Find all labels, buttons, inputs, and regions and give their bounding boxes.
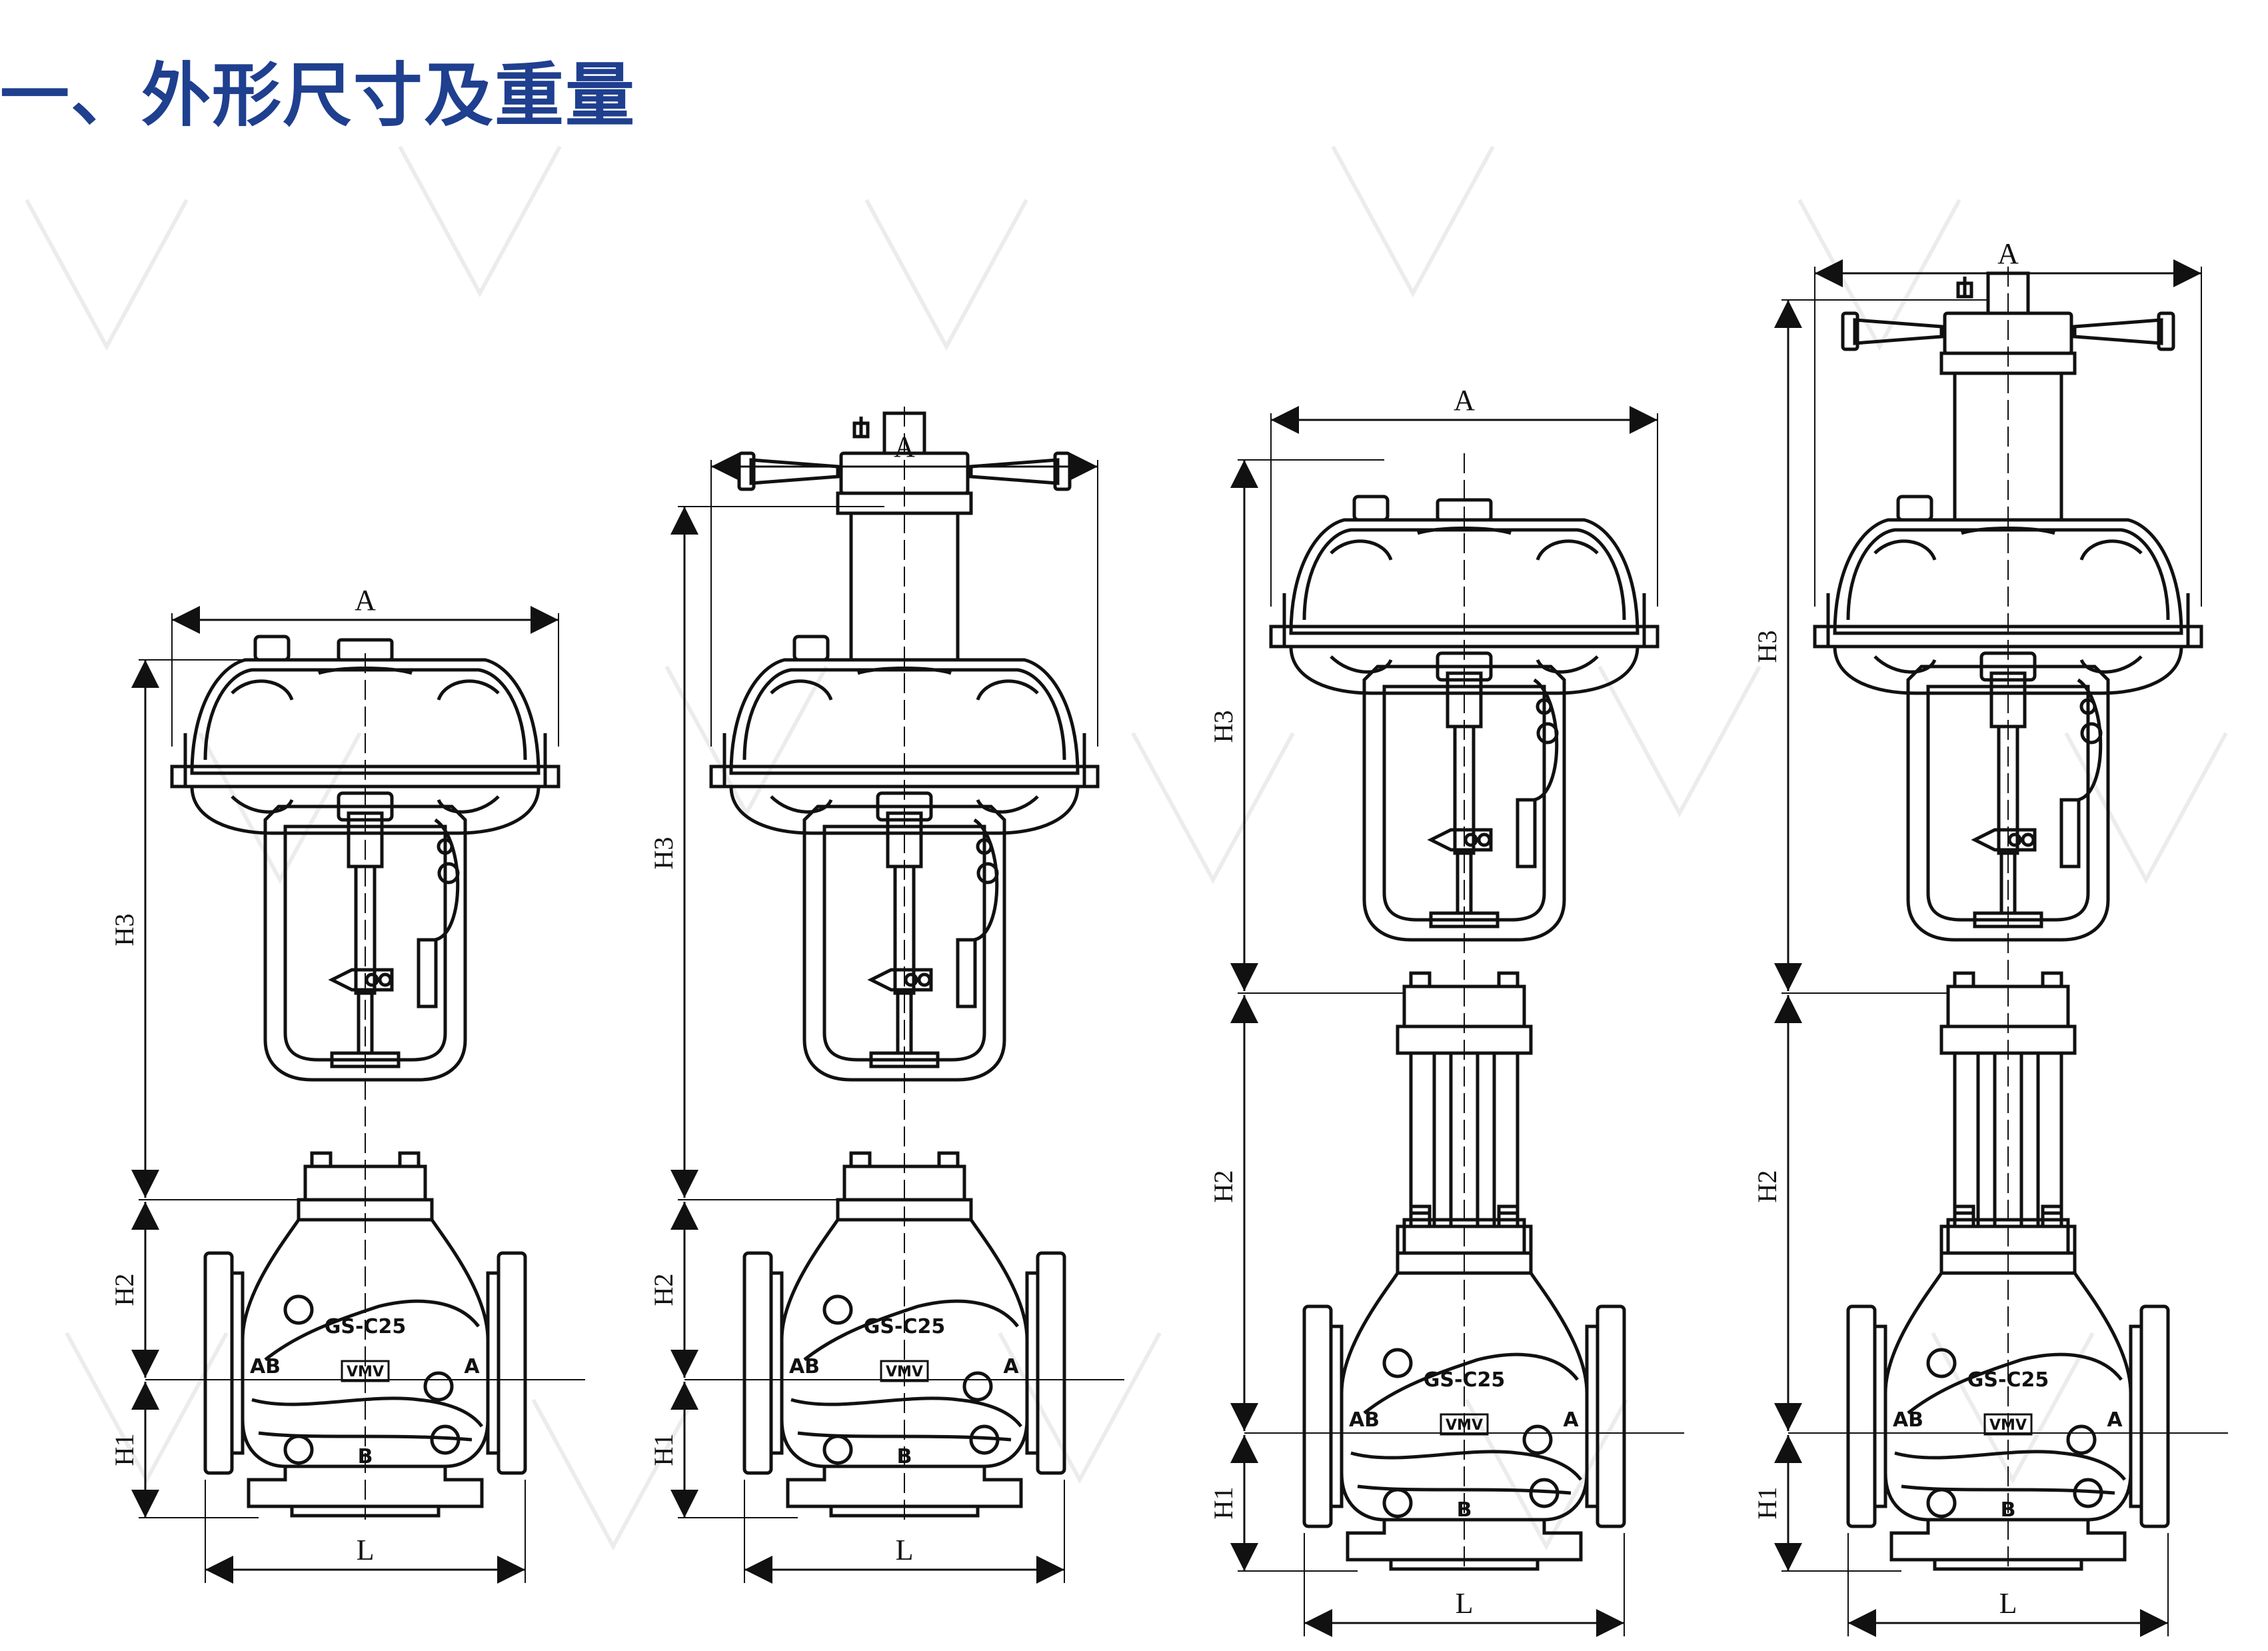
port-ab-label: AB	[789, 1355, 820, 1378]
dim-h3-label: H3	[1208, 711, 1238, 743]
port-a-label: A	[2107, 1408, 2123, 1432]
vmv-logo: VMV	[347, 1364, 384, 1380]
port-a-label: A	[1003, 1355, 1019, 1378]
port-ab-label: AB	[1349, 1408, 1380, 1432]
dim-h3-label: H3	[109, 914, 139, 946]
dim-l-label: L	[1999, 1587, 2017, 1620]
dim-a-label: A	[1997, 237, 2019, 270]
section-title: 一、外形尺寸及重量	[0, 55, 636, 136]
port-b-label: B	[1457, 1498, 1472, 1522]
dim-h1-label: H1	[1208, 1487, 1238, 1520]
dim-h3-label: H3	[1752, 631, 1782, 663]
dim-h3-label: H3	[648, 837, 678, 870]
body-model-text: GS-C25	[325, 1315, 406, 1338]
dim-h1-label: H1	[648, 1434, 678, 1466]
body-model-text: GS-C25	[864, 1315, 945, 1338]
dim-a-label: A	[1454, 384, 1475, 417]
dim-h1-label: H1	[1752, 1487, 1782, 1520]
valve-drawing-2: A L H3 H2 H1 GS-C25 AB A B VMV	[648, 407, 1124, 1584]
valve-drawing-3: A L H3 H2 H1 GS-C25 AB A B VMV	[1208, 384, 1684, 1637]
vmv-logo: VMV	[1989, 1417, 2027, 1434]
dim-a-label: A	[355, 584, 376, 617]
port-ab-label: AB	[1893, 1408, 1923, 1432]
dim-h2-label: H2	[109, 1274, 139, 1306]
body-model-text: GS-C25	[1967, 1368, 2049, 1392]
port-b-label: B	[897, 1445, 912, 1468]
vmv-logo: VMV	[886, 1364, 923, 1380]
dim-l-label: L	[357, 1534, 375, 1566]
dim-h1-label: H1	[109, 1434, 139, 1466]
valve-drawing-4: A L H3 H2 H1 GS-C25 AB A B VMV	[1752, 237, 2228, 1637]
vmv-logo: VMV	[1446, 1417, 1483, 1434]
dim-a-label: A	[894, 431, 915, 463]
valve-drawing-1: A L H3 H2 H1 GS-C25 AB A B VMV	[109, 584, 585, 1584]
port-b-label: B	[358, 1445, 373, 1468]
dim-h2-label: H2	[1752, 1170, 1782, 1203]
port-b-label: B	[2001, 1498, 2016, 1522]
dim-l-label: L	[896, 1534, 914, 1566]
body-model-text: GS-C25	[1424, 1368, 1505, 1392]
port-a-label: A	[1563, 1408, 1579, 1432]
port-a-label: A	[464, 1355, 480, 1378]
dim-h2-label: H2	[648, 1274, 678, 1306]
dim-h2-label: H2	[1208, 1170, 1238, 1203]
dim-l-label: L	[1456, 1587, 1474, 1620]
port-ab-label: AB	[250, 1355, 281, 1378]
